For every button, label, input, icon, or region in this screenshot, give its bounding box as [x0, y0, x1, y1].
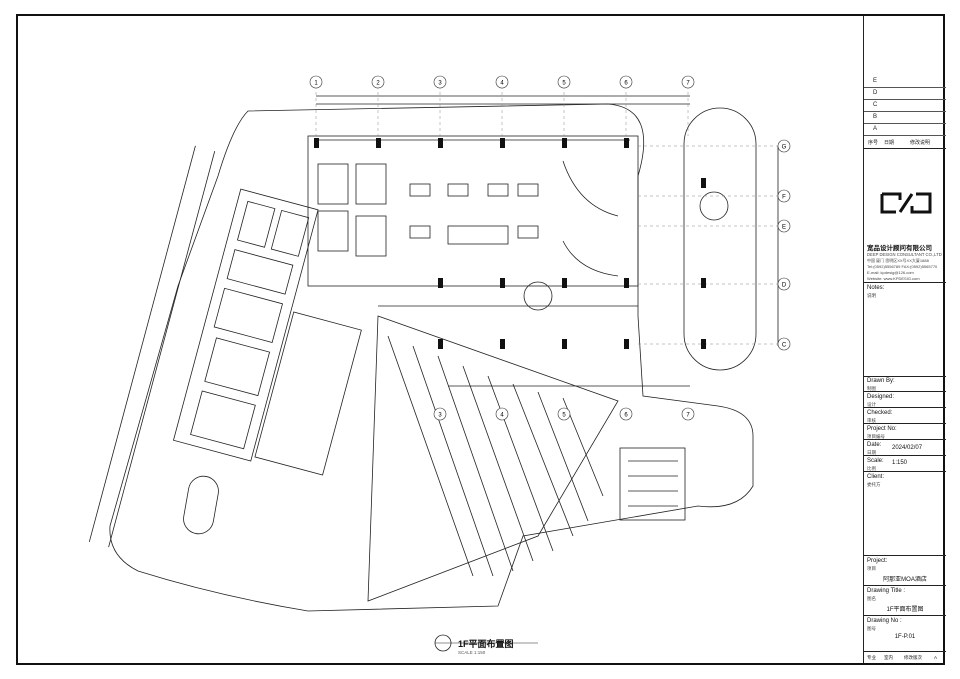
grid-row-label: G [782, 145, 787, 151]
grid-column-label: 5 [562, 81, 566, 87]
grid-column-label: 3 [438, 413, 442, 419]
grid-bubble [777, 139, 791, 153]
company-email: E-mail: kpdesig@126.com [867, 270, 914, 275]
date-value: 2024/02/07 [892, 445, 923, 451]
grid-row-label: D [782, 283, 787, 289]
grid-bubble [681, 407, 695, 421]
plan-scale-label: SCALE 1:150 [458, 650, 486, 655]
drawing-title-field: Drawing Title : 图名 1F平面布置图 [864, 585, 946, 615]
plaza-ramp [367, 315, 619, 602]
drawing-no-field: Drawing No : 图号 1F-P.01 [864, 615, 946, 651]
revision-header: 序号 日期 修改说明 [864, 136, 946, 149]
oval-stair [183, 475, 219, 535]
company-tel: Tel:(0592)5556789 FAX:(0592)5565770 [867, 264, 938, 269]
grid-bubble [557, 75, 571, 89]
company-name-en: DEEP DESIGN CONSULTANT CO.,LTD [867, 252, 942, 257]
grid-bubble [495, 75, 509, 89]
grid-row-label: F [782, 195, 786, 201]
company-logo-icon [880, 192, 932, 214]
grid-bubble [619, 407, 633, 421]
grid-column-label: 7 [686, 81, 690, 87]
grid-row-label: E [782, 225, 786, 231]
grid-bubble [495, 407, 509, 421]
grid-bubble [371, 75, 385, 89]
drawing-no-value: 1F-P.01 [894, 634, 916, 640]
scale-field: Scale: 比例 1:150 [864, 455, 946, 471]
grid-bubble [433, 75, 447, 89]
grid-bubble [777, 219, 791, 233]
drawing-title-value: 1F平面布置图 [886, 607, 924, 613]
floor-plan: 1 2 3 3 4 4 5 5 6 6 7 7 G F E D C [88, 75, 791, 652]
grid-bubble [619, 75, 633, 89]
grid-column-label: 7 [686, 413, 690, 419]
drawn-by-field: Drawn By: 制图 [864, 376, 946, 391]
grid-row-label: C [782, 343, 787, 349]
company-website: Website: www.KPDESIG.com [867, 276, 920, 281]
lobby-hall [307, 135, 639, 287]
title-block-footer: 专业 室内 修改版次 A [864, 651, 946, 663]
grid-column-label: 6 [624, 413, 628, 419]
grid-bubble [777, 189, 791, 203]
grid-column-labels: 1 2 3 3 4 4 5 5 6 6 7 7 [309, 75, 695, 421]
grid-bubble [777, 337, 791, 351]
company-address: 中国 厦门 思明区XX号XX大厦1888 [867, 258, 929, 263]
revision-row: C [864, 100, 946, 112]
notes-section: Notes: 说明 [864, 282, 946, 374]
revision-row: E [864, 76, 946, 88]
revision-row: D [864, 88, 946, 100]
date-field: Date: 日期 2024/02/07 [864, 439, 946, 455]
site-boundary [109, 103, 754, 612]
scale-value: 1:150 [892, 460, 908, 466]
drop-off-island [683, 107, 757, 371]
grid-bubble [681, 75, 695, 89]
grid-bubble [777, 277, 791, 291]
grid-column-label: 5 [562, 413, 566, 419]
client-field: Client: 委托方 [864, 471, 946, 555]
grid-bubble [433, 407, 447, 421]
company-name-cn: 宽品设计顾问有限公司 [867, 245, 932, 252]
plan-title: 1F平面布置图 [458, 639, 514, 649]
revision-row: B [864, 112, 946, 124]
dining-room [254, 311, 362, 476]
project-field: Project: 项目 阿那亚MOA酒店 [864, 555, 946, 585]
stair-tower [619, 447, 686, 521]
designed-field: Designed: 设计 [864, 391, 946, 407]
revision-row: A [864, 124, 946, 136]
grid-bubble [309, 75, 323, 89]
title-block: E D C B A 序号 日期 修改说明 宽品设计顾问有限公司 DEEP DES… [863, 16, 946, 663]
grid-column-label: 4 [500, 413, 504, 419]
grid-column-label: 3 [438, 81, 442, 87]
grid-bubble [557, 407, 571, 421]
grid-column-label: 1 [314, 81, 318, 87]
west-wing [172, 188, 319, 462]
project-no-field: Project No: 项目编号 [864, 423, 946, 439]
grid-column-label: 2 [376, 81, 380, 87]
project-value: 阿那亚MOA酒店 [883, 577, 927, 583]
checked-field: Checked: 审核 [864, 407, 946, 423]
grid-column-label: 4 [500, 81, 504, 87]
grid-column-label: 6 [624, 81, 628, 87]
grid-row-labels: G F E D C [777, 139, 791, 351]
